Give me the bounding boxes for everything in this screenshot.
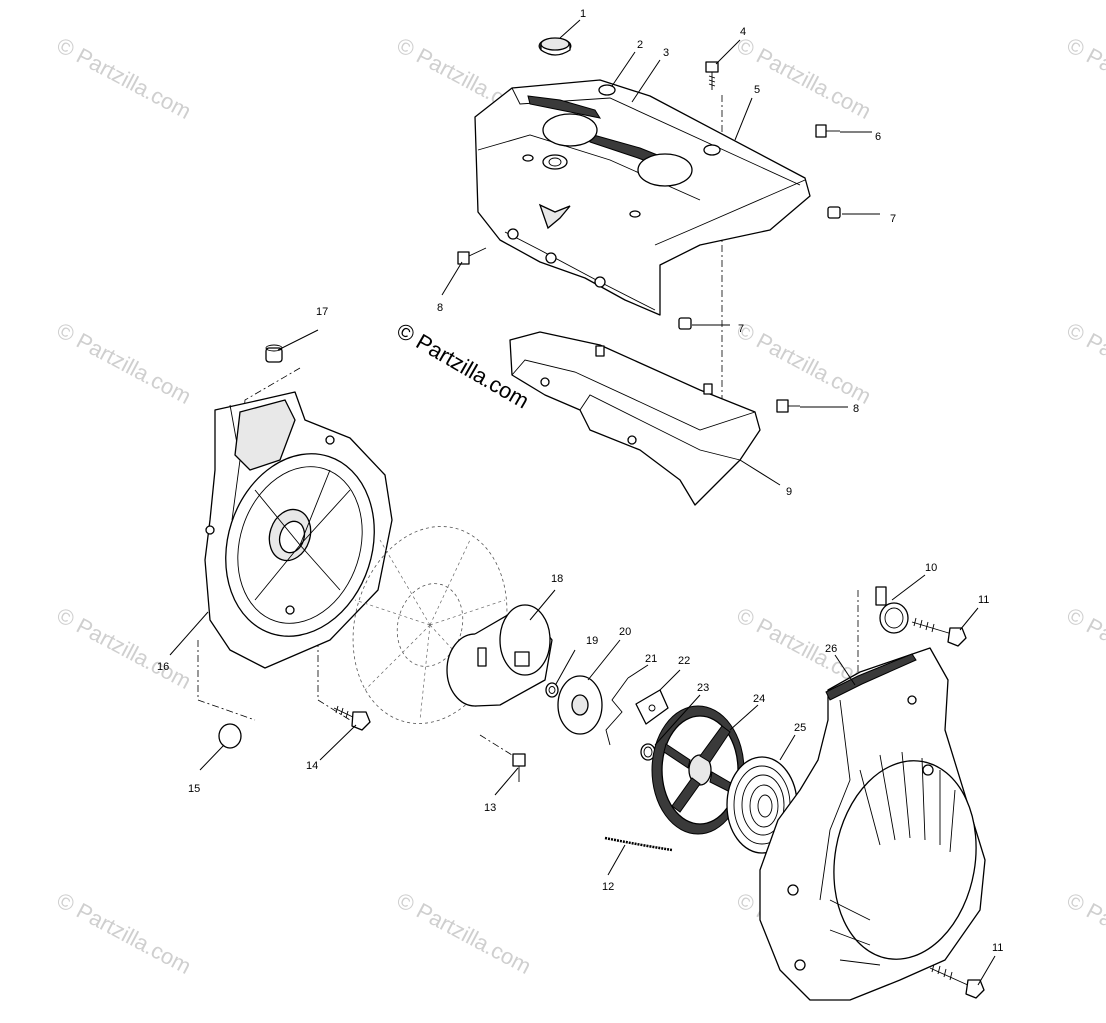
callout-18: 18: [551, 573, 563, 585]
callout-13: 13: [484, 802, 496, 814]
part-starter-cup: [446, 604, 553, 707]
callout-12: 12: [602, 881, 614, 893]
callout-11b: 11: [992, 942, 1003, 954]
part-clip-7a: [827, 206, 841, 219]
callout-6: 6: [875, 131, 881, 143]
part-clamp-10: [875, 586, 909, 634]
callout-23: 23: [697, 682, 709, 694]
callout-1: 1: [580, 8, 586, 20]
callout-17: 17: [316, 306, 328, 318]
watermark-text: © Partzilla.com: [1063, 317, 1106, 409]
part-screw-8b: [776, 399, 800, 413]
part-screw-13: [512, 753, 526, 782]
callout-3: 3: [663, 47, 669, 59]
part-spring-21: [605, 677, 629, 746]
part-bolt-4: [705, 61, 719, 90]
watermark-text: © Partzilla.com: [733, 32, 876, 124]
part-bolt-11b: [929, 963, 985, 999]
part-clip-7b: [678, 317, 692, 330]
callout-11a: 11: [978, 594, 989, 606]
callout-19: 19: [586, 635, 598, 647]
callout-leaders: [169, 19, 996, 986]
part-oil-cap: [538, 37, 572, 56]
callout-labels: 1 2 3 4 5 6 7 7 8 8 9 10 11 11 12 13 14 …: [157, 8, 1003, 954]
watermark-text: © Partzilla.com: [733, 317, 876, 409]
part-washer-20: [557, 675, 603, 735]
part-nut-19: [545, 682, 559, 698]
part-plug-15: [218, 723, 242, 749]
part-rope-pulley: [651, 705, 745, 835]
callout-26: 26: [825, 643, 837, 655]
callout-24: 24: [753, 693, 765, 705]
part-fan-housing: [204, 391, 393, 669]
callout-16: 16: [157, 661, 169, 673]
part-pawl-22: [635, 689, 669, 725]
part-bushing-17: [265, 344, 283, 363]
part-upper-shroud: [474, 79, 811, 316]
watermark-text: © Partzilla.com: [393, 887, 536, 979]
callout-5: 5: [754, 84, 760, 96]
callout-2: 2: [637, 39, 643, 51]
callout-10: 10: [925, 562, 937, 574]
watermark-text: © Partzilla.com: [1063, 602, 1106, 694]
callout-25: 25: [794, 722, 806, 734]
watermark-text: © Partzilla.com: [53, 887, 196, 979]
watermark-text: © Partzilla.com: [53, 317, 196, 409]
part-bolt-11a: [911, 617, 967, 647]
callout-22: 22: [678, 655, 690, 667]
callout-14: 14: [306, 760, 318, 772]
callout-7a: 7: [890, 213, 896, 225]
callout-21: 21: [645, 653, 657, 665]
part-bolt-14: [333, 705, 371, 731]
callout-8b: 8: [853, 403, 859, 415]
watermark-text: © Partzilla.com: [53, 602, 196, 694]
callout-4: 4: [740, 26, 746, 38]
part-screw-8a: [457, 247, 487, 265]
watermark-text: © Partzilla.com: [53, 32, 196, 124]
callout-8a: 8: [437, 302, 443, 314]
callout-9: 9: [786, 486, 792, 498]
callout-7b: 7: [738, 323, 744, 335]
part-recoil-housing: [759, 647, 986, 1001]
part-screw-6: [815, 124, 840, 138]
watermark-text: © Partzilla.com: [1063, 887, 1106, 979]
callout-20: 20: [619, 626, 631, 638]
part-lower-duct: [509, 331, 761, 506]
watermark-text: © Partzilla.com: [1063, 32, 1106, 124]
part-starter-rope: [604, 836, 673, 852]
callout-15: 15: [188, 783, 200, 795]
